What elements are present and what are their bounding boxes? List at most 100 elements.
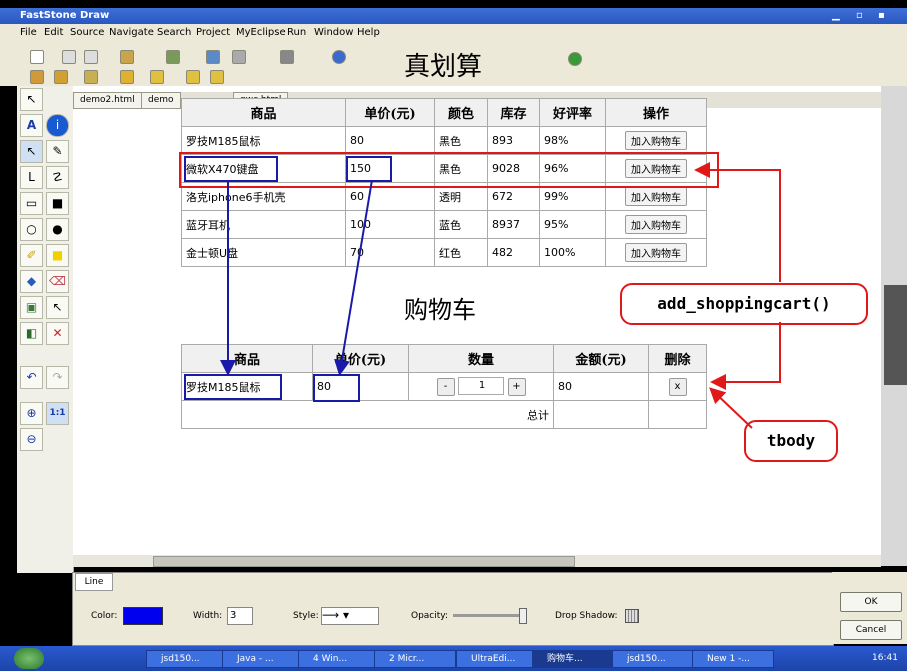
taskbar-item[interactable]: 2 Micr... [374,650,456,668]
style-select[interactable]: ⟶ ▾ [321,607,379,625]
table-row: 微软X470键盘 150 黑色 9028 96% 加入购物车 [181,154,707,183]
add-to-cart-button[interactable]: 加入购物车 [625,159,687,178]
tab-demo2[interactable]: demo2.html [73,92,142,109]
cart-header-delete: 删除 [648,344,707,373]
redo-icon[interactable]: ↷ [46,366,69,389]
actual-size-icon[interactable]: 1:1 [46,402,69,425]
table-row: 金士顿U盘 70 红色 482 100% 加入购物车 [181,238,707,267]
status-ok-icon[interactable] [568,52,582,66]
menu-source[interactable]: Source [70,27,105,38]
menu-navigate[interactable]: Navigate [109,27,154,38]
taskbar-item[interactable]: Java - ... [222,650,304,668]
taskbar-item[interactable]: UltraEdi... [456,650,538,668]
save-icon[interactable] [62,50,76,64]
filled-ellipse-tool-icon[interactable]: ● [46,218,69,241]
select-add-tool-icon[interactable]: ↖ [46,296,69,319]
taskbar-item[interactable]: jsd150... [146,650,228,668]
zoom-out-icon[interactable]: ⊖ [20,428,43,451]
horizontal-scrollbar[interactable] [73,555,881,567]
add-to-cart-button[interactable]: 加入购物车 [625,243,687,262]
increment-button[interactable]: + [507,378,526,396]
back-icon[interactable] [186,70,200,84]
highlighter-tool-icon[interactable]: ✐ [20,244,43,267]
fill-tool-icon[interactable]: ◆ [20,270,43,293]
shadow-grid-icon[interactable] [625,609,639,623]
menu-run[interactable]: Run [287,27,307,38]
run-icon[interactable] [206,50,220,64]
debug-icon[interactable] [120,50,134,64]
rectangle-tool-icon[interactable]: ▭ [20,192,43,215]
filled-rectangle-tool-icon[interactable]: ■ [46,192,69,215]
save-all-icon[interactable] [84,50,98,64]
cancel-button[interactable]: Cancel [840,620,902,640]
arrow-to-row [694,162,781,282]
color-swatch[interactable] [123,607,163,625]
product-table: 商品 单价(元) 颜色 库存 好评率 操作 罗技M185鼠标 80 黑色 893… [181,98,707,267]
tools-icon[interactable] [280,50,294,64]
taskbar-item[interactable]: jsd150... [612,650,694,668]
freehand-tool-icon[interactable]: ☡ [46,166,69,189]
info-icon[interactable]: i [46,114,69,137]
scroll-thumb[interactable] [153,556,575,567]
arrow-tool-icon[interactable]: ↖ [20,140,43,163]
globe-icon[interactable] [332,50,346,64]
delete-tool-icon[interactable]: ✕ [46,322,69,345]
menu-myeclipse[interactable]: MyEclipse [236,27,286,38]
menu-file[interactable]: File [20,27,37,38]
folder-icon[interactable] [30,70,44,84]
highlight-rect-tool-icon[interactable]: ■ [46,244,69,267]
package-icon[interactable] [84,70,98,84]
opacity-handle[interactable] [519,608,527,624]
product-stock: 8937 [487,210,540,239]
minimize-icon[interactable]: ▁ [832,10,840,21]
add-to-cart-button[interactable]: 加入购物车 [625,215,687,234]
start-button[interactable] [14,648,44,669]
deploy-icon[interactable] [232,50,246,64]
ok-button[interactable]: OK [840,592,902,612]
wand-icon[interactable] [54,70,68,84]
decrement-button[interactable]: - [436,378,455,396]
delete-button[interactable]: x [668,377,687,396]
pen-tool-icon[interactable]: ✎ [46,140,69,163]
new-icon[interactable] [30,50,44,64]
tab-line[interactable]: Line [75,573,113,591]
line-tool-icon[interactable]: L [20,166,43,189]
forward-icon[interactable] [210,70,224,84]
menu-search[interactable]: Search [157,27,192,38]
menu-project[interactable]: Project [196,27,231,38]
highlight-name-box [184,156,278,182]
eraser-tool-icon[interactable]: ⌫ [46,270,69,293]
arrow-down-icon[interactable] [120,70,134,84]
arrow-price-to-cart [334,179,373,376]
taskbar-item[interactable]: New 1 -... [692,650,774,668]
server-icon[interactable] [166,50,180,64]
text-tool-icon[interactable]: A [20,114,43,137]
add-to-cart-button[interactable]: 加入购物车 [625,131,687,150]
close-icon[interactable]: ▪ [878,10,885,21]
pointer-icon[interactable]: ↖ [20,88,43,111]
menu-edit[interactable]: Edit [44,27,64,38]
header-price: 单价(元) [345,98,435,127]
zoom-in-icon[interactable]: ⊕ [20,402,43,425]
color-label: Color: [91,611,118,621]
image-tool-icon[interactable]: ▣ [20,296,43,319]
quantity-input[interactable]: 1 [458,377,504,395]
ellipse-tool-icon[interactable]: ○ [20,218,43,241]
layer-tool-icon[interactable]: ◧ [20,322,43,345]
side-panel-grip[interactable] [884,285,907,385]
cart-header-product: 商品 [181,344,313,373]
opacity-slider[interactable] [453,614,525,617]
style-label: Style: [293,611,319,621]
undo-icon[interactable]: ↶ [20,366,43,389]
tab-demo[interactable]: demo [141,92,181,109]
taskbar-item[interactable]: 购物车... [532,650,614,668]
menu-window[interactable]: Window [314,27,354,38]
maximize-icon[interactable]: ▫ [856,10,863,21]
taskbar-item[interactable]: 4 Win... [298,650,380,668]
width-input[interactable]: 3 [227,607,253,625]
product-name: 金士顿U盘 [181,238,346,267]
quantity-stepper: - 1 + [408,372,554,401]
arrow-up-icon[interactable] [150,70,164,84]
total-value [553,400,649,429]
menu-help[interactable]: Help [357,27,380,38]
